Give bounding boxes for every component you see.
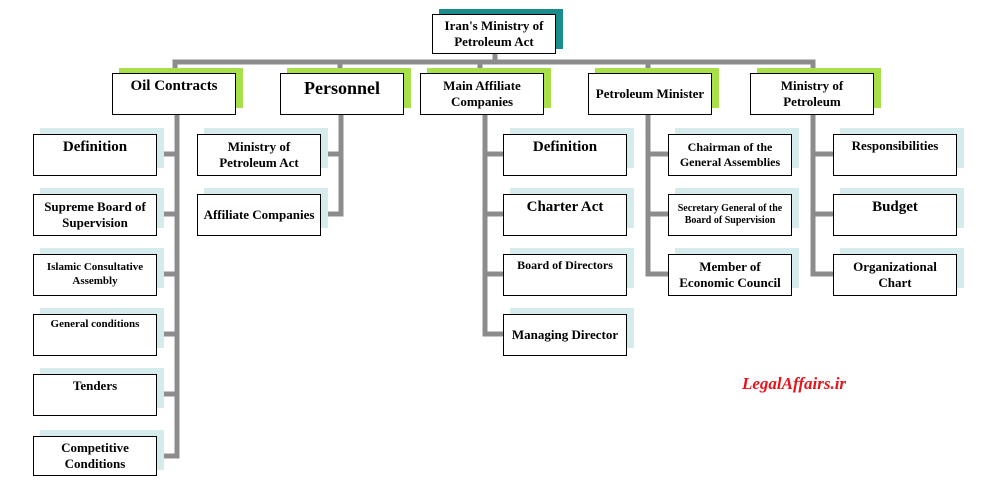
node-competitive-conditions: Competitive Conditions: [33, 436, 157, 476]
node-label: Tenders: [72, 378, 118, 393]
node-ministry-of-petroleum-act: Ministry of Petroleum Act: [197, 134, 321, 176]
node-label: Responsibilities: [851, 138, 939, 153]
category-label: Ministry of Petroleum: [780, 77, 844, 109]
node-label: Definition: [532, 139, 598, 155]
node-supreme-board-of-supervision: Supreme Board of Supervision: [33, 194, 157, 236]
node-managing-director: Managing Director: [503, 314, 627, 356]
root-node: Iran's Ministry of Petroleum Act: [432, 14, 556, 54]
node-label: Affiliate Companies: [203, 206, 315, 222]
node-label: Member of Economic Council: [679, 258, 781, 290]
category-main-affiliate-companies: Main Affiliate Companies: [420, 73, 544, 115]
watermark-text: LegalAffairs.ir: [742, 374, 847, 393]
node-budget: Budget: [833, 194, 957, 236]
node-label: Chairman of the General Assemblies: [679, 140, 781, 169]
node-label: Managing Director: [511, 326, 619, 342]
node-charter-act: Charter Act: [503, 194, 627, 236]
node-affiliate-companies: Affiliate Companies: [197, 194, 321, 236]
node-board-of-directors: Board of Directors: [503, 254, 627, 296]
node-label: Organizational Chart: [853, 258, 937, 290]
node-label: Budget: [872, 199, 918, 215]
node-chairman-of-the-general-assemblies: Chairman of the General Assemblies: [668, 134, 792, 176]
category-label: Petroleum Minister: [595, 85, 705, 101]
node-secretary-general-of-the-board-of-supervision: Secretary General of the Board of Superv…: [668, 194, 792, 236]
node-responsibilities: Responsibilities: [833, 134, 957, 176]
node-label: General conditions: [50, 318, 140, 330]
node-label: Board of Directors: [517, 258, 613, 272]
category-personnel: Personnel: [280, 73, 404, 115]
node-label: Ministry of Petroleum Act: [219, 138, 299, 170]
node-label: Definition: [62, 139, 128, 155]
category-ministry-of-petroleum: Ministry of Petroleum: [750, 73, 874, 115]
node-label: Charter Act: [526, 199, 604, 215]
node-definition: Definition: [503, 134, 627, 176]
node-label: Competitive Conditions: [61, 439, 129, 471]
node-general-conditions: General conditions: [33, 314, 157, 356]
category-petroleum-minister: Petroleum Minister: [588, 73, 712, 115]
category-label: Oil Contracts: [130, 78, 218, 94]
node-label: Islamic Consultative Assembly: [46, 261, 144, 287]
node-label: Secretary General of the Board of Superv…: [677, 202, 783, 227]
node-islamic-consultative-assembly: Islamic Consultative Assembly: [33, 254, 157, 296]
node-label: Supreme Board of Supervision: [44, 198, 146, 230]
node-definition: Definition: [33, 134, 157, 176]
node-member-of-economic-council: Member of Economic Council: [668, 254, 792, 296]
root-label: Iran's Ministry of Petroleum Act: [444, 17, 544, 49]
category-oil-contracts: Oil Contracts: [112, 73, 236, 115]
node-tenders: Tenders: [33, 374, 157, 416]
category-label: Main Affiliate Companies: [443, 77, 521, 109]
node-organizational-chart: Organizational Chart: [833, 254, 957, 296]
category-label: Personnel: [304, 78, 380, 98]
